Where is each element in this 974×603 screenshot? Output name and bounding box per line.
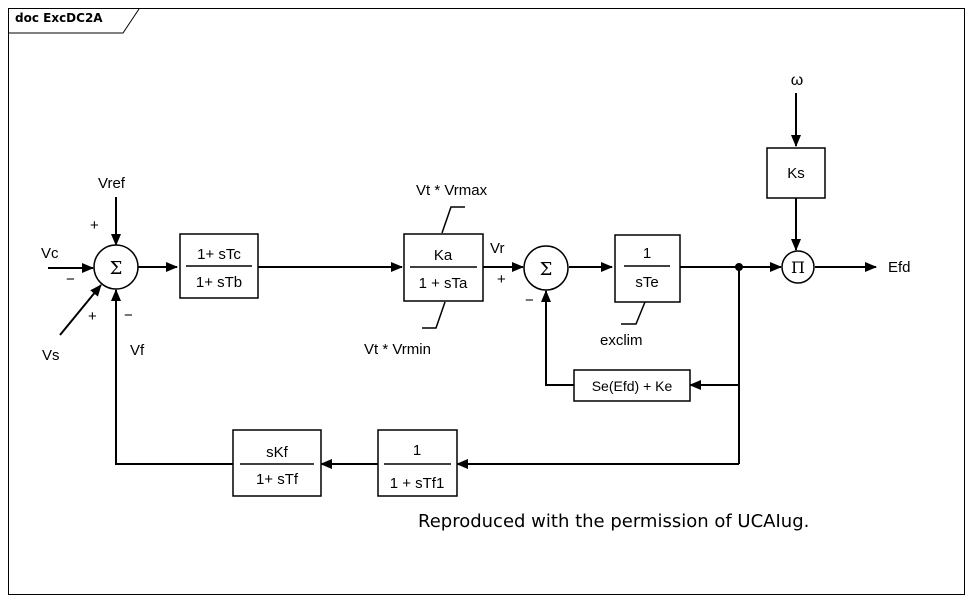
filter-denominator: 1 + sTf1: [390, 475, 445, 492]
ks-label: Ks: [787, 165, 805, 182]
efd-label: Efd: [888, 259, 911, 276]
filter-block: [377, 429, 458, 497]
rate-feedback-block: [232, 429, 322, 497]
sign-vref: +: [90, 217, 99, 234]
summer-1-symbol: Σ: [110, 258, 123, 279]
saturation-block: [573, 369, 691, 402]
vrmax-label: Vt * Vrmax: [416, 182, 488, 199]
saturation-out-wire: [541, 290, 574, 386]
vr-label: Vr: [490, 240, 504, 257]
vs-label: Vs: [42, 347, 60, 364]
branch-junction: [735, 263, 743, 271]
diagram-frame: [8, 8, 965, 595]
lead-lag-numerator: 1+ sTc: [197, 246, 241, 263]
amplifier-numerator: Ka: [434, 247, 453, 264]
frame-tab-label: doc ExcDC2A: [15, 11, 103, 25]
vf-wire: [111, 289, 233, 465]
exciter-block: [614, 234, 681, 303]
rate-feedback-denominator: 1+ sTf: [256, 471, 299, 488]
frame-tab: [8, 8, 140, 34]
summer-2-symbol: Σ: [540, 259, 553, 280]
exclim-limit: [621, 301, 646, 325]
filter-numerator: 1: [413, 442, 421, 459]
product-junction: [781, 250, 815, 284]
sign-vf: −: [124, 307, 133, 324]
vref-label: Vref: [98, 175, 126, 192]
saturation-label: Se(Efd) + Ke: [592, 378, 673, 394]
lead-lag-denominator: 1+ sTb: [196, 274, 242, 291]
vc-label: Vc: [41, 245, 59, 262]
vrmax-limit: [441, 206, 465, 234]
sign-vr: +: [497, 271, 506, 288]
rate-feedback-numerator: sKf: [266, 444, 289, 461]
exciter-denominator: sTe: [635, 274, 658, 291]
summer-2: [523, 245, 569, 291]
vf-label: Vf: [130, 342, 145, 359]
vs-wire: [59, 284, 102, 336]
omega-label: ω: [791, 72, 804, 89]
vrmin-limit: [422, 301, 446, 329]
sign-vc: −: [66, 271, 75, 288]
exclim-label: exclim: [600, 332, 643, 349]
vrmin-label: Vt * Vrmin: [364, 341, 431, 358]
exciter-numerator: 1: [643, 245, 651, 262]
sign-vs: +: [88, 308, 97, 325]
product-symbol: Π: [791, 258, 805, 277]
ks-block: [766, 147, 826, 199]
credit-text: Reproduced with the permission of UCAIug…: [418, 511, 810, 532]
amplifier-denominator: 1 + sTa: [419, 275, 468, 292]
summer-1: [93, 244, 139, 290]
sign-feedback: −: [525, 292, 534, 309]
